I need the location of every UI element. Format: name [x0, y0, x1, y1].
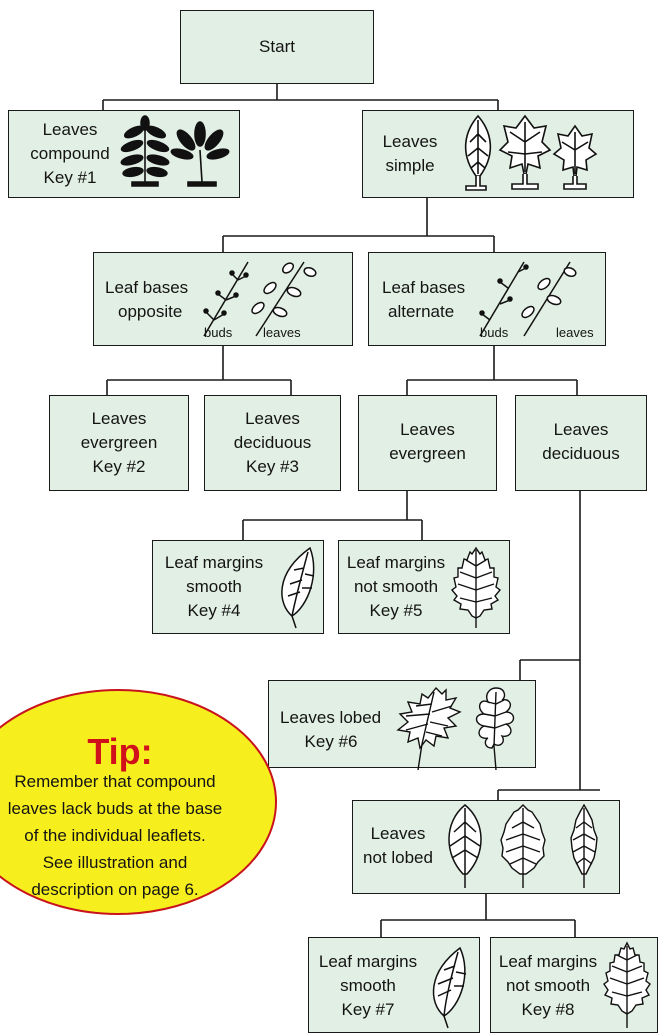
tip-line2: leaves lack buds at the base — [0, 797, 240, 821]
compound-leaf-icon — [118, 116, 172, 190]
opp-evergreen-line2: evergreen — [49, 431, 189, 455]
narrow-leaf-icon — [566, 802, 602, 890]
compound-line3: Key #1 — [22, 166, 118, 190]
key4-line3: Key #4 — [156, 599, 272, 623]
key7-line2: smooth — [312, 974, 424, 998]
elliptic-leaf-icon — [442, 802, 488, 890]
tip-line1: Remember that compound — [0, 770, 240, 794]
simple-line2: simple — [370, 154, 450, 178]
notlobed-line1: Leaves — [356, 822, 440, 846]
tip-line4: See illustration and — [0, 851, 240, 875]
key7-line3: Key #7 — [312, 998, 424, 1022]
key7-line1: Leaf margins — [312, 950, 424, 974]
tip-title: Tip: — [60, 734, 180, 770]
alternate-line1: Leaf bases — [382, 276, 465, 300]
oak-leaf-icon-pointed — [396, 684, 462, 774]
toothed-leaf-icon-key8 — [600, 940, 654, 1030]
key8-line3: Key #8 — [492, 998, 604, 1022]
opposite-line1: Leaf bases — [105, 276, 188, 300]
alternate-line2: alternate — [388, 300, 454, 324]
start-label: Start — [180, 35, 374, 59]
alt-deciduous-line2: deciduous — [515, 442, 647, 466]
key8-line2: not smooth — [492, 974, 604, 998]
palmate-leaf-icon — [172, 124, 228, 190]
opposite-line2: opposite — [118, 300, 182, 324]
maple-leaf-icon — [498, 112, 552, 194]
simple-leaf-icon — [456, 112, 500, 194]
opp-deciduous-line1: Leaves — [204, 407, 341, 431]
key5-line3: Key #5 — [340, 599, 452, 623]
key4-line1: Leaf margins — [156, 551, 272, 575]
key8-line1: Leaf margins — [492, 950, 604, 974]
simple-line1: Leaves — [370, 130, 450, 154]
key5-line2: not smooth — [340, 575, 452, 599]
opp-evergreen-line1: Leaves — [49, 407, 189, 431]
alt-evergreen-line2: evergreen — [358, 442, 497, 466]
compound-line1: Leaves — [22, 118, 118, 142]
opposite-leaves-label: leaves — [263, 326, 301, 340]
smooth-leaf-icon — [272, 544, 318, 630]
oak-leaf-icon-round — [466, 684, 526, 774]
key4-line2: smooth — [156, 575, 272, 599]
notlobed-line2: not lobed — [356, 846, 440, 870]
tip-line5: description on page 6. — [0, 878, 240, 902]
tip-line3: of the individual leaflets. — [0, 824, 240, 848]
toothed-leaf-icon-wide — [498, 802, 548, 890]
alt-evergreen-line1: Leaves — [358, 418, 497, 442]
alternate-leaves-label: leaves — [556, 326, 594, 340]
toothed-leaf-icon — [448, 544, 504, 630]
opp-evergreen-line3: Key #2 — [49, 455, 189, 479]
opp-deciduous-line2: deciduous — [204, 431, 341, 455]
smooth-leaf-icon-key7 — [424, 944, 472, 1030]
opp-deciduous-line3: Key #3 — [204, 455, 341, 479]
opposite-buds-label: buds — [204, 326, 232, 340]
alternate-buds-label: buds — [480, 326, 508, 340]
maple-leaf-icon-small — [552, 122, 598, 194]
key5-line1: Leaf margins — [340, 551, 452, 575]
compound-line2: compound — [22, 142, 118, 166]
alt-deciduous-line1: Leaves — [515, 418, 647, 442]
